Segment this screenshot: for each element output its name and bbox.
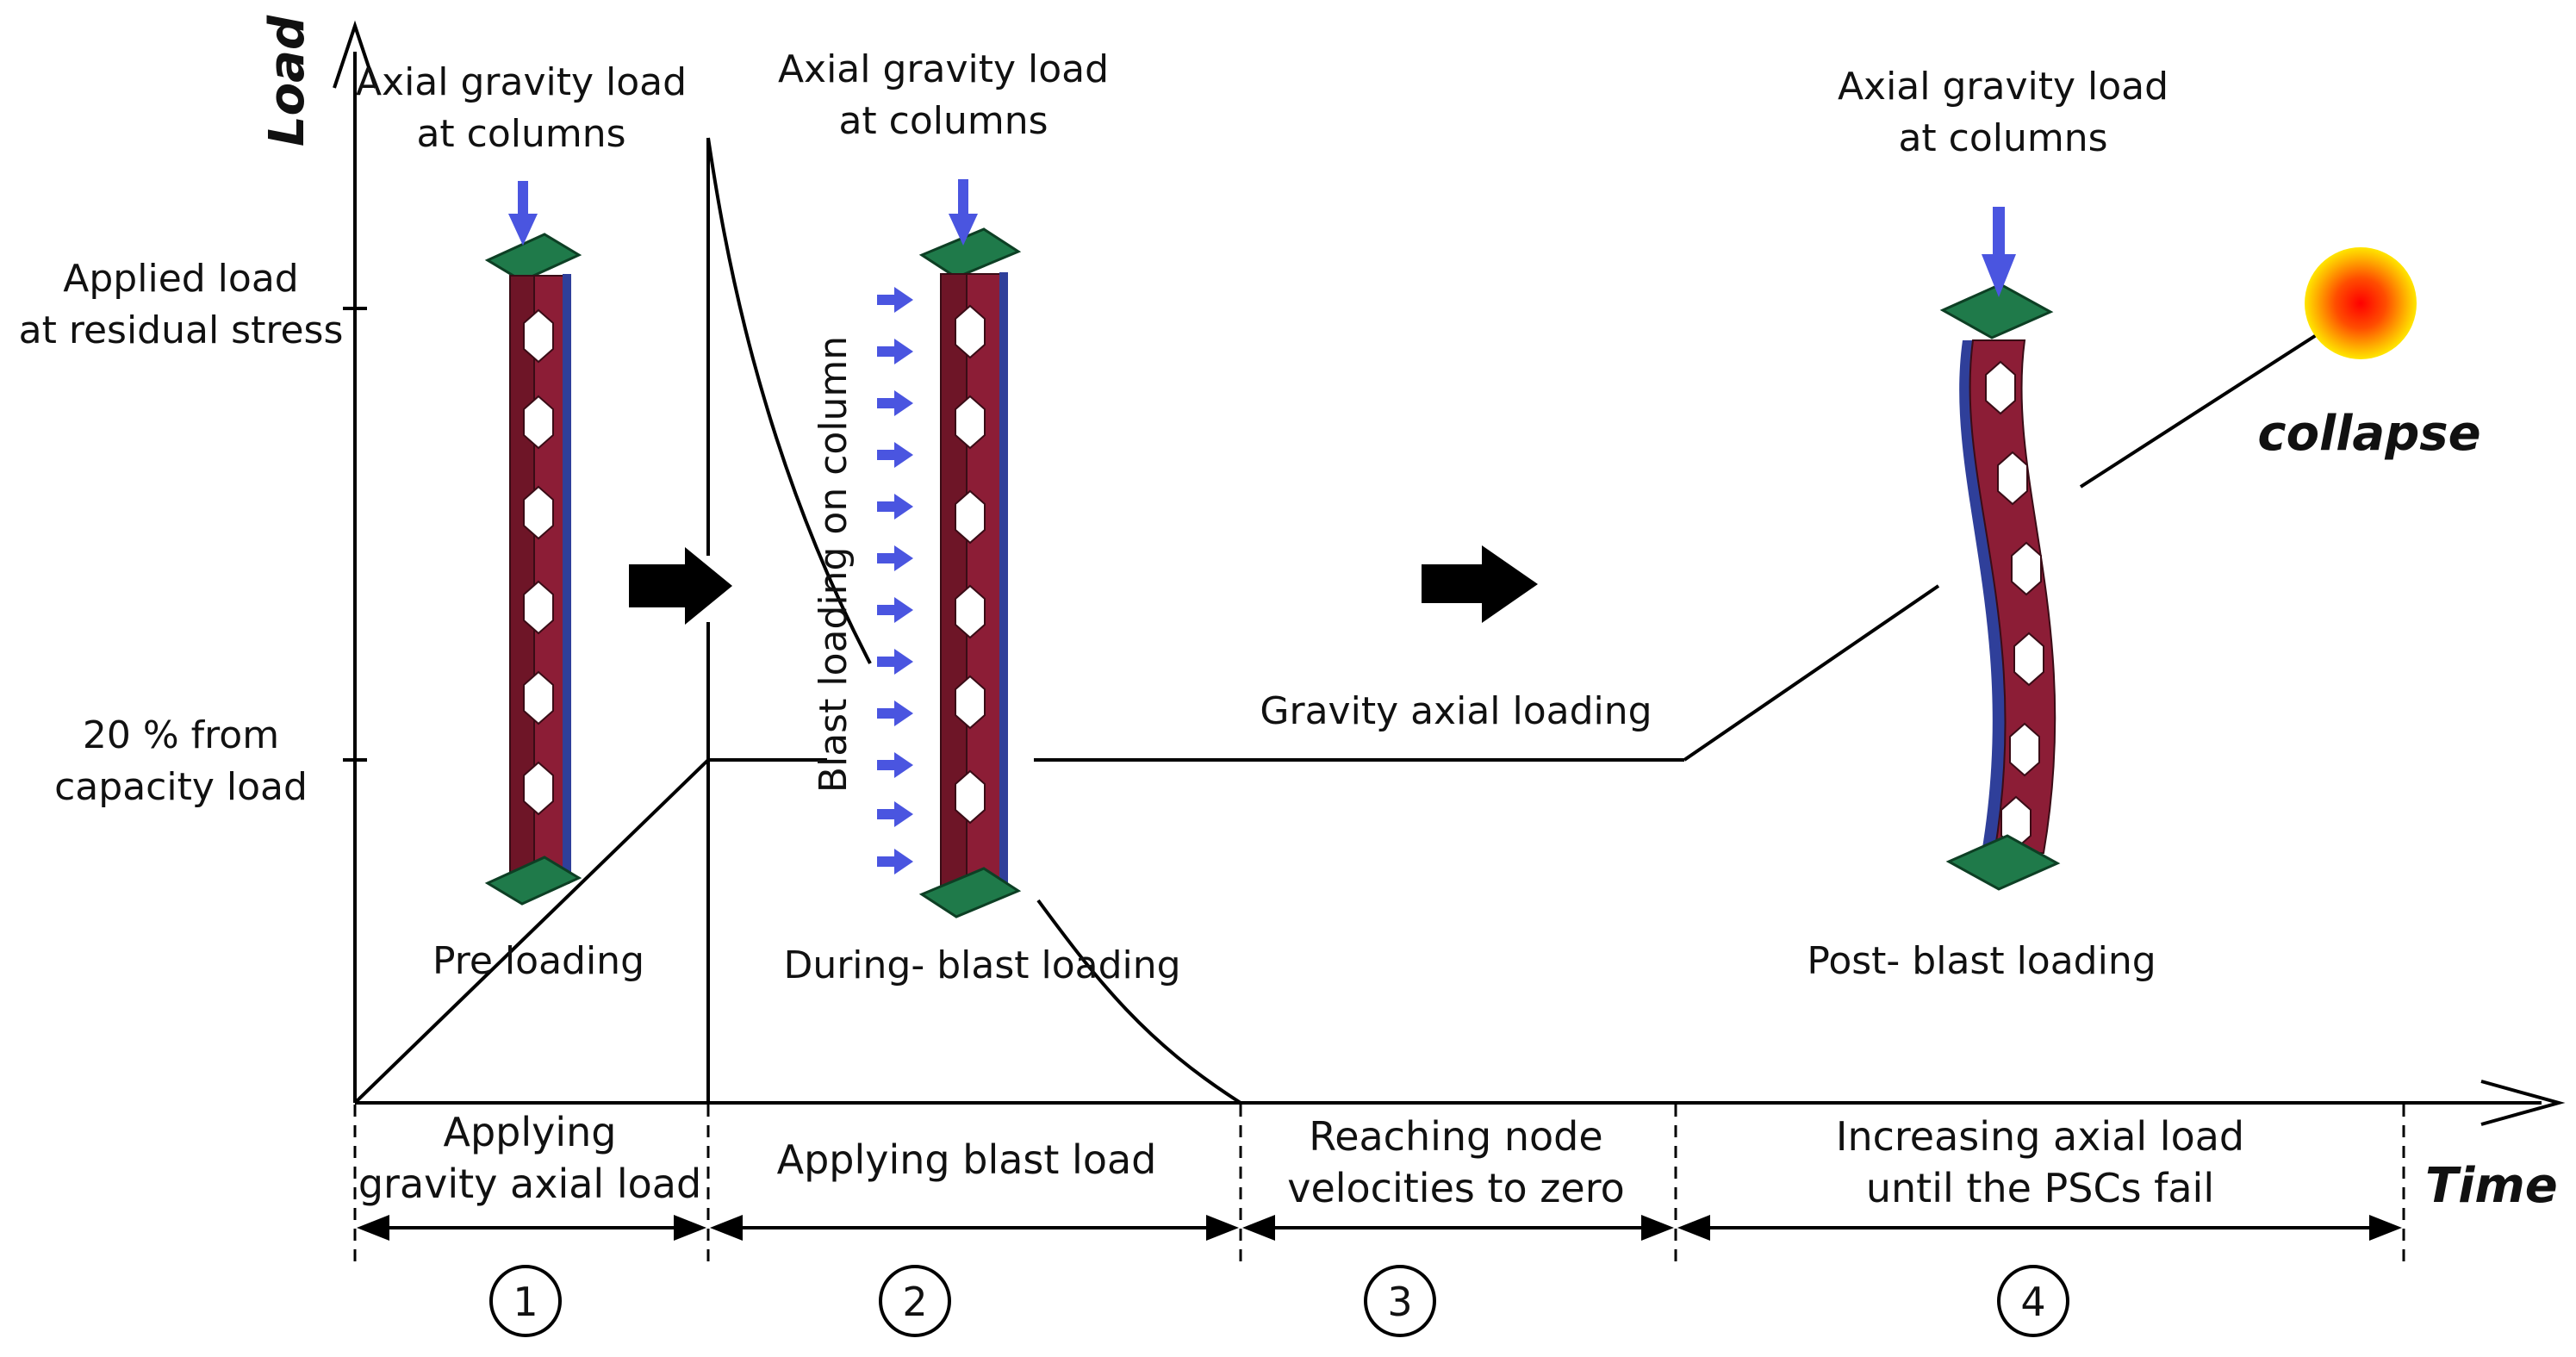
process-arrow-1 [629, 547, 732, 625]
stage-number-3: 3 [1364, 1265, 1436, 1337]
collapse-fireball [2305, 247, 2417, 359]
stage-number-1: 1 [489, 1265, 562, 1337]
stage-number-2-text: 2 [902, 1279, 927, 1325]
column-pre-loading [484, 233, 582, 906]
column-post-blast [1939, 283, 2061, 891]
axial-label-2-line2: at columns [838, 99, 1048, 143]
y-tick-label-applied-2: at residual stress [19, 308, 344, 352]
y-axis [333, 20, 377, 1103]
stage-number-1-text: 1 [513, 1279, 538, 1325]
during-blast-label: During- blast loading [783, 943, 1180, 987]
axial-label-3-line1: Axial gravity load [1838, 65, 2168, 109]
post-blast-label: Post- blast loading [1807, 939, 2156, 983]
stage-number-2: 2 [879, 1265, 951, 1337]
y-tick-label-20-1: 20 % from [83, 713, 279, 757]
axial-load-arrow-3 [1982, 207, 2016, 297]
pre-loading-label: Pre loading [432, 939, 644, 983]
process-arrow-2 [1422, 545, 1538, 623]
stage-number-4: 4 [1997, 1265, 2069, 1337]
stage-4-label-line1: Increasing axial load [1836, 1113, 2244, 1160]
y-axis-title: Load [259, 15, 315, 146]
stage-separators [353, 1105, 2405, 1267]
y-tick-label-20-2: capacity load [54, 765, 308, 809]
y-tick-label-applied-1: Applied load [63, 257, 298, 301]
stage-3-label-line2: velocities to zero [1287, 1165, 1625, 1211]
stage-number-3-text: 3 [1387, 1279, 1412, 1325]
axial-label-1-line2: at columns [416, 112, 625, 156]
column-during-blast [918, 227, 1022, 918]
stage-span-arrows [357, 1215, 2402, 1241]
stage-3-label-line1: Reaching node [1309, 1113, 1602, 1160]
axial-load-arrow-2 [949, 179, 978, 246]
load-path [353, 137, 2319, 1105]
stage-2-label-line1: Applying blast load [777, 1136, 1157, 1183]
stage-1-label-line1: Applying [443, 1109, 616, 1155]
gravity-axial-loading-label: Gravity axial loading [1260, 689, 1652, 733]
axial-label-1-line1: Axial gravity load [356, 60, 687, 104]
blast-pressure-arrows [877, 287, 913, 875]
axial-load-arrow-1 [508, 181, 538, 246]
stage-4-label-line2: until the PSCs fail [1866, 1165, 2214, 1211]
stage-1-label-line2: gravity axial load [358, 1161, 701, 1207]
x-axis-title: Time [2425, 1158, 2558, 1214]
collapse-label: collapse [2257, 406, 2480, 462]
stage-number-4-text: 4 [2020, 1279, 2045, 1325]
x-axis [355, 1080, 2566, 1126]
blast-loading-vertical-label: Blast loading on column [812, 336, 856, 793]
axial-label-3-line2: at columns [1898, 116, 2107, 160]
axial-label-2-line1: Axial gravity load [778, 47, 1109, 91]
